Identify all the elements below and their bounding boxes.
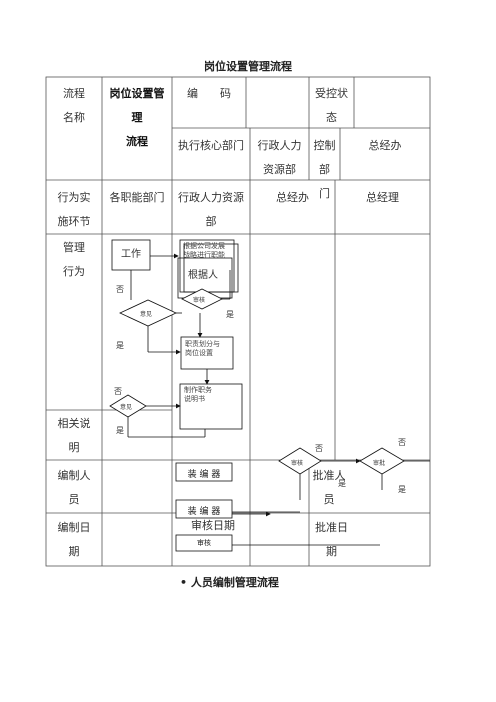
basis-line1: 根据公司发展 (183, 242, 225, 250)
document-title: 岗位设置管理流程 (204, 60, 292, 73)
roles-label-line2: 施环节 (57, 215, 91, 228)
role-hr-dept: 行政人力资源 部 (172, 186, 250, 234)
control-dept-line1: 控制部 (313, 139, 336, 176)
process-name-label: 流程 名称 (46, 82, 102, 130)
control-status-line2: 态 (326, 111, 337, 124)
process-name-value-line2: 理 (131, 111, 143, 124)
editor-box-1 (175, 462, 233, 482)
hr-dept-value: 行政人力 资源部 (250, 134, 309, 182)
desc-label-line2: 明 (68, 441, 80, 454)
process-name-label-line1: 流程 (63, 87, 85, 100)
section-subtitle: • 人员编制管理流程 (180, 576, 279, 589)
role-functional-depts: 各职能部门 (109, 191, 165, 204)
hr-dept-line1: 行政人力 (257, 139, 302, 152)
review-diamond-label: 审核 (193, 297, 206, 304)
basis-line2: 战略进行职能 (183, 251, 225, 259)
date-label-line1: 编制日 (57, 521, 91, 534)
desc-label-line1: 相关说 (57, 417, 91, 430)
behavior-row-label: 管理 行为 (46, 236, 102, 284)
review-date-box-label: 审核 (197, 539, 211, 547)
make-box-label: 制作职务 说明书 (184, 386, 240, 404)
no-label-3: 否 (315, 444, 323, 453)
opinion2-diamond-label: 意见 (120, 404, 133, 411)
basis-box2-label: 根据人 (188, 270, 218, 281)
editor-box-1-label: 装 编 器 (187, 470, 221, 480)
role-hr-line1: 行政人力资源 (178, 191, 244, 204)
editor-label-line2: 员 (68, 493, 80, 506)
review-date-label: 审核日期 (191, 519, 235, 532)
hr-dept-line2: 资源部 (263, 163, 296, 176)
role-gm-office: 总经办 (276, 191, 309, 204)
approve-date-line1: 批准日 (315, 521, 348, 534)
make-box (179, 383, 243, 430)
approve-date-line2: 期 (326, 545, 337, 558)
basis-box-label: 根据公司发展 战略进行职能 (183, 242, 243, 260)
work-box (111, 239, 151, 271)
approver-label: 批准人 员 (309, 464, 349, 512)
date-row-label: 编制日 期 (46, 516, 102, 564)
approve-date-label: 批准日 期 (309, 516, 354, 564)
make-line2: 说明书 (184, 395, 205, 403)
process-name-value: 岗位设置管 理 流程 (102, 82, 172, 154)
make-line1: 制作职务 (184, 386, 212, 394)
behavior-label-line1: 管理 (63, 241, 85, 254)
audit-diamond-label: 审核 (291, 460, 304, 467)
behavior-label-line2: 行为 (63, 265, 85, 278)
desc-row-label: 相关说 明 (46, 412, 102, 460)
yes-label-3: 是 (338, 479, 346, 488)
process-name-label-line2: 名称 (63, 111, 85, 124)
yes-label-2: 是 (116, 426, 124, 435)
gm-office-value: 总经办 (368, 139, 402, 152)
editor-box-2 (175, 499, 233, 519)
yes-label-1: 是 (116, 341, 124, 350)
yes-right-label: 是 (226, 310, 234, 319)
opinion-diamond-label: 意见 (140, 311, 153, 318)
roles-label-line1: 行为实 (57, 191, 91, 204)
basis-box (179, 239, 235, 293)
exec-dept-label: 执行核心部门 (178, 139, 244, 152)
review-date-box (175, 534, 233, 552)
control-dept-line2: 门 (319, 187, 330, 200)
duty-line2: 岗位设置 (185, 349, 213, 357)
editor-label-line1: 编制人 (57, 469, 91, 482)
duty-line1: 职责划分与 (185, 340, 220, 348)
control-dept-label: 控制部 门 (309, 134, 340, 206)
duty-box (180, 336, 234, 370)
approver-line2: 员 (323, 493, 335, 506)
yes-label-4: 是 (398, 485, 406, 494)
no-label-2: 否 (114, 387, 122, 396)
editor-row-label: 编制人 员 (46, 464, 102, 512)
no-label-4: 否 (398, 438, 406, 447)
code-label: 编 码 (187, 87, 231, 100)
process-name-value-line3: 流程 (126, 135, 148, 148)
date-label-line2: 期 (68, 545, 80, 558)
control-status-line1: 受控状 (315, 87, 348, 100)
editor-box-2-label: 装 编 器 (187, 507, 221, 517)
work-box-label: 工作 (121, 249, 141, 260)
approve-diamond-label: 审批 (373, 460, 386, 467)
duty-box-label: 职责划分与 岗位设置 (185, 340, 235, 358)
process-name-value-line1: 岗位设置管 (109, 87, 165, 100)
no-label-1: 否 (116, 285, 124, 294)
roles-row-label: 行为实 施环节 (46, 186, 102, 234)
role-general-manager: 总经理 (366, 191, 399, 204)
role-hr-line2: 部 (205, 215, 217, 228)
control-status-label: 受控状 态 (309, 82, 354, 130)
approver-line1: 批准人 (312, 469, 346, 482)
